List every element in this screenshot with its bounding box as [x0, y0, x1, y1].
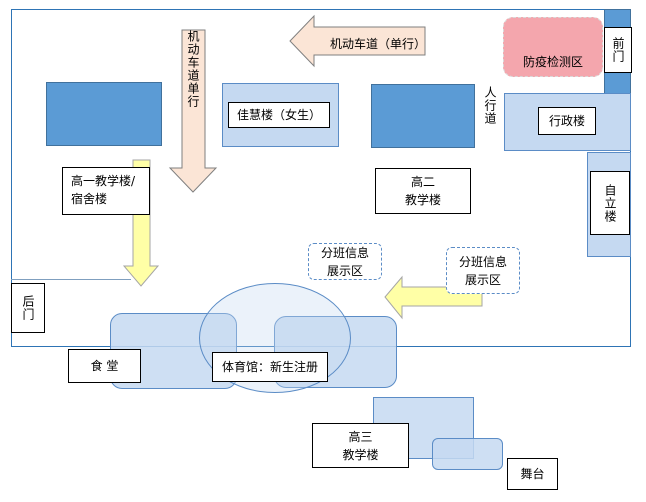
class-info-display-right: 分班信息 展示区	[446, 247, 520, 294]
building-gao1-label: 高一教学楼/ 宿舍楼	[62, 167, 150, 215]
building-gao2-label-line2: 教学楼	[404, 193, 441, 207]
back-gate-line	[11, 279, 131, 280]
front-gate-label: 前门	[604, 27, 632, 73]
building-gao1-block	[46, 82, 162, 146]
back-gate-label: 后门	[11, 283, 45, 333]
building-gao3-label-line2: 教学楼	[342, 447, 379, 462]
pedestrian-walkway-label: 人行道	[483, 86, 497, 125]
motor-lane-vertical-label: 机动车道单行	[186, 30, 200, 108]
stage-label: 舞台	[507, 458, 558, 490]
building-gao3-label: 高三 教学楼	[312, 423, 409, 468]
epidemic-check-area: 防疫检测区	[503, 17, 603, 77]
class-info-display-left-line2: 展示区	[326, 263, 363, 278]
building-gao1-label-line1: 高一教学楼/	[71, 174, 136, 188]
class-info-display-right-line1: 分班信息	[458, 254, 507, 269]
building-gao3-label-line1: 高三	[348, 429, 373, 444]
stage-block	[432, 438, 503, 470]
building-zili-label: 自立楼	[590, 171, 630, 235]
building-gao1-label-line2: 宿舍楼	[71, 192, 108, 206]
building-gao2-block	[371, 84, 475, 148]
class-info-display-left: 分班信息 展示区	[308, 243, 382, 280]
gym-label: 体育馆：新生注册	[212, 352, 328, 382]
motor-lane-vertical-arrow	[168, 29, 218, 193]
class-info-display-left-line1: 分班信息	[320, 245, 369, 260]
class-info-display-right-line2: 展示区	[464, 272, 501, 287]
building-gao2-label-line1: 高二	[410, 175, 435, 189]
motor-lane-horizontal-arrow	[289, 14, 426, 68]
epidemic-check-label: 防疫检测区	[522, 55, 583, 69]
canteen-label: 食 堂	[68, 349, 141, 383]
motor-lane-horizontal-label: 机动车道（单行）	[330, 37, 427, 51]
building-admin-label: 行政楼	[538, 107, 596, 135]
building-gao2-label: 高二 教学楼	[375, 168, 471, 214]
building-jiahui-label: 佳慧楼（女生）	[228, 102, 330, 128]
